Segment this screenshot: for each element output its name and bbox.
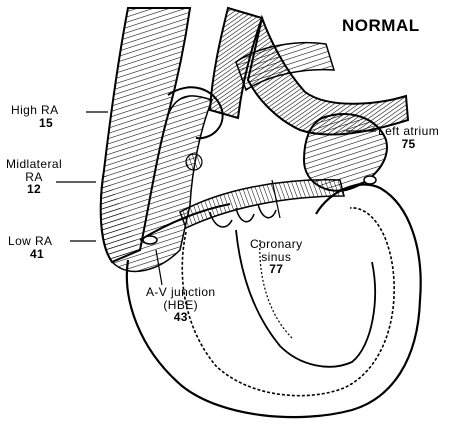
av-junction-name-line1: A-V junction [146, 286, 216, 299]
label-coronary-sinus: Coronary sinus 77 [250, 238, 303, 276]
coronary-sinus [180, 180, 344, 228]
label-av-junction: A-V junction (HBE) 43 [146, 286, 216, 324]
left-atrium-name: Left atrium [378, 125, 439, 138]
diagram-title: NORMAL [342, 16, 420, 36]
label-low-ra: Low RA 41 [8, 235, 52, 260]
sinus-node-marker [186, 154, 202, 170]
high-ra-value: 15 [11, 117, 58, 130]
high-ra-name: High RA [11, 104, 58, 117]
coronary-sinus-name-line1: Coronary [250, 238, 303, 251]
label-high-ra: High RA 15 [11, 104, 58, 129]
cs-ostium-marker [364, 176, 376, 184]
label-left-atrium: Left atrium 75 [378, 125, 439, 150]
coronary-sinus-value: 77 [250, 263, 303, 276]
label-midlateral-ra: Midlateral RA 12 [6, 158, 62, 196]
av-node-marker [143, 236, 157, 244]
midlateral-ra-value: 12 [6, 183, 62, 196]
left-atrium-value: 75 [378, 138, 439, 151]
low-ra-value: 41 [8, 248, 52, 261]
low-ra-name: Low RA [8, 235, 52, 248]
midlateral-name-line1: Midlateral [6, 158, 62, 171]
av-junction-value: 43 [146, 311, 216, 324]
